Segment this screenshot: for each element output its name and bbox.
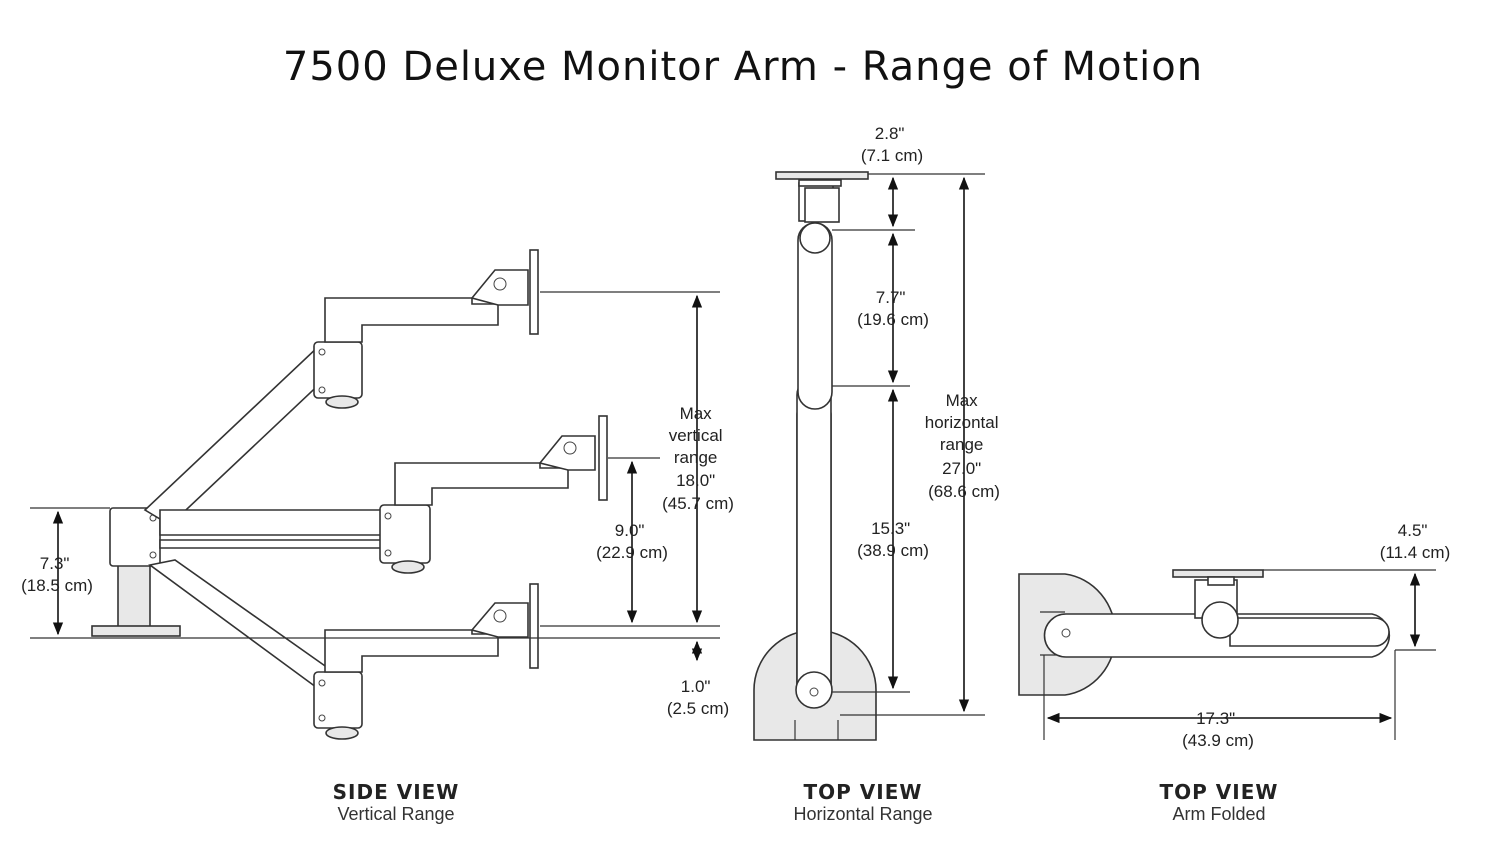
top-horizontal-view-subtitle: Horizontal Range [793,804,932,824]
top-folded-view-subtitle: Arm Folded [1172,804,1265,824]
top-dim-lower-arm: 15.3" (38.9 cm) [857,519,929,560]
top-horizontal-drawing [753,171,985,741]
top-folded-drawing [1018,569,1436,740]
diagram-title: 7500 Deluxe Monitor Arm - Range of Motio… [283,44,1203,90]
folded-dim-length: 17.3" (43.9 cm) [1182,709,1254,750]
folded-dim-depth: 4.5" (11.4 cm) [1380,521,1451,562]
top-horizontal-view-title: TOP VIEW [804,780,923,804]
side-dim-base-height: 7.3" (18.5 cm) [21,554,93,595]
side-dim-bottom-offset: 1.0" (2.5 cm) [667,677,729,718]
top-dim-max-horizontal: Max horizontal range 27.0" (68.6 cm) [925,391,1003,501]
side-view-title: SIDE VIEW [333,780,460,804]
side-view-subtitle: Vertical Range [337,804,454,824]
side-dim-max-vertical: Max vertical range 18.0" (45.7 cm) [662,404,734,513]
side-dim-mid-offset: 9.0" (22.9 cm) [596,521,668,562]
top-dim-plate-depth: 2.8" (7.1 cm) [861,124,923,165]
top-dim-upper-arm: 7.7" (19.6 cm) [857,288,929,329]
side-view-drawing [30,249,720,740]
top-folded-view-title: TOP VIEW [1160,780,1279,804]
